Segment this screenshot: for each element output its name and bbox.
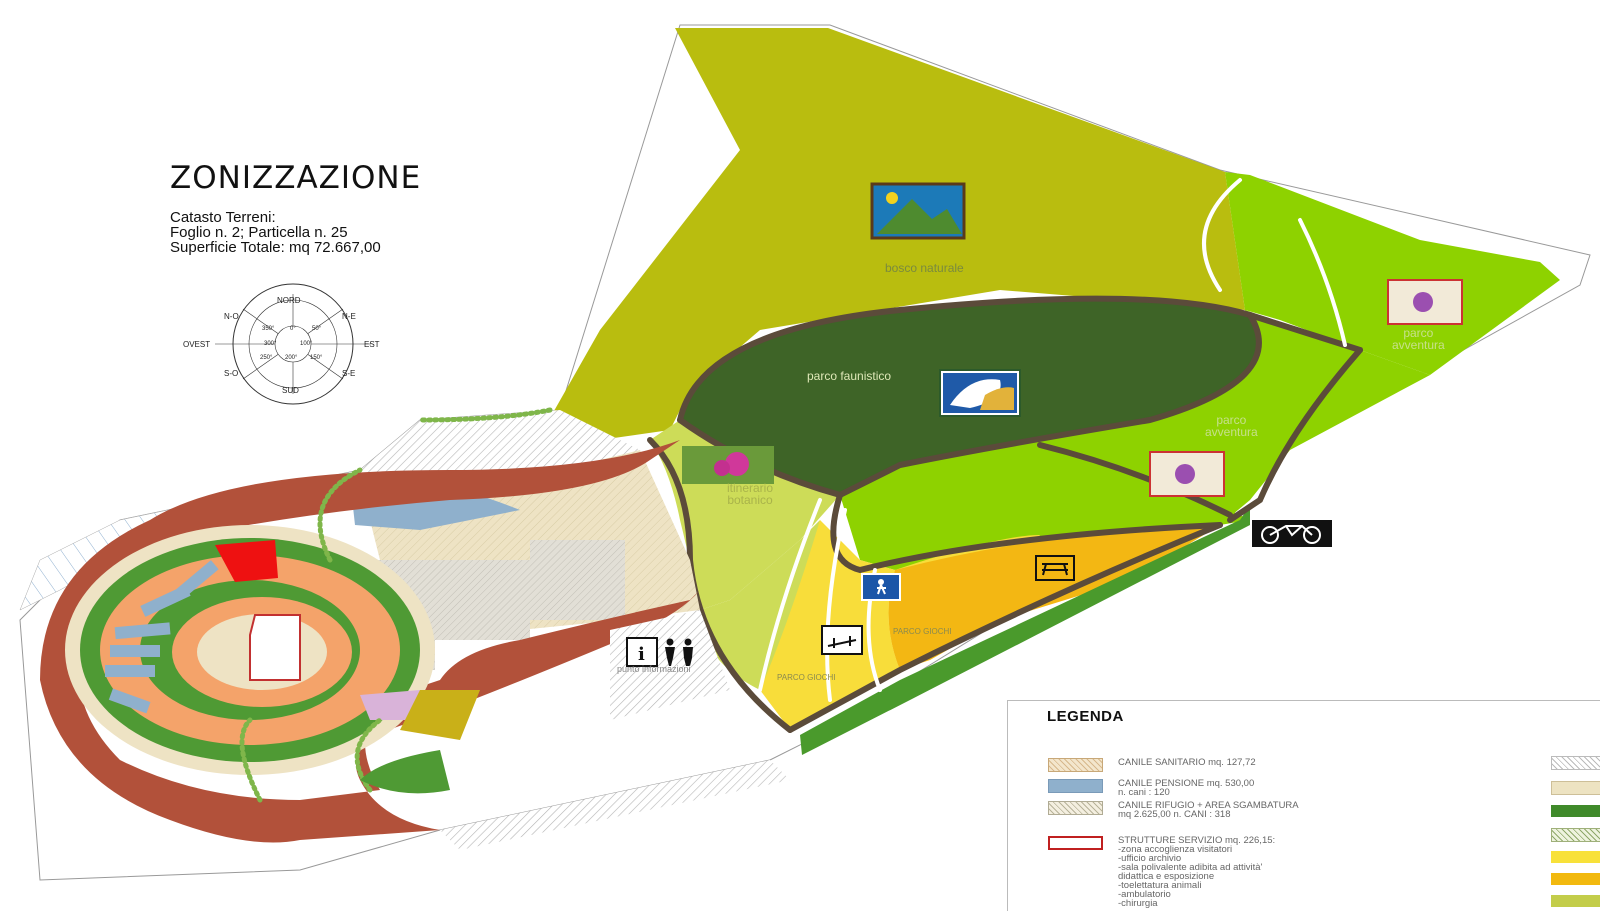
canile-sanitario [215, 540, 278, 582]
compass-south: SUD [282, 386, 299, 395]
legend-swatch [1048, 779, 1103, 793]
legend-right-swatch-3 [1551, 805, 1600, 817]
lilac-area [360, 690, 420, 720]
grey-block-3 [530, 540, 625, 620]
compass-se: S-E [342, 369, 356, 378]
compass-300: 300° [264, 341, 277, 347]
label-parco-avventura-north: parco avventura [1392, 326, 1445, 352]
label-parco-avventura-south: parco avventura [1205, 413, 1258, 439]
main-road [40, 440, 700, 843]
legend-right-swatch-4 [1551, 828, 1600, 842]
legend-swatch [1048, 758, 1103, 772]
legend-swatch [1048, 801, 1103, 815]
botanico-icon [682, 446, 774, 484]
legend-right-swatch-2 [1551, 781, 1600, 795]
compass-0: 0° [290, 326, 296, 332]
zone-parco-avventura-north [1225, 172, 1560, 375]
compass-150: 150° [310, 355, 323, 361]
grey-block-2 [430, 560, 530, 640]
paths-white [758, 178, 1347, 702]
avventura-icon-north [1387, 279, 1463, 325]
compass-no: N-O [224, 312, 239, 321]
restroom-icon [665, 638, 693, 666]
label-parco-giochi-1: PARCO GIOCHI [893, 627, 952, 636]
svg-text:i: i [638, 644, 645, 665]
info-icon: i [626, 637, 658, 667]
bicycle-icon [1252, 520, 1332, 547]
compass-north: NORD [277, 296, 301, 305]
legend-title: LEGENDA [1047, 708, 1124, 725]
label-itinerario-botanico: itinerario botanico [727, 481, 774, 507]
page-title: ZONIZZAZIONE [170, 160, 422, 196]
site-boundary [19, 24, 1591, 881]
legend-right-swatch-6 [1551, 873, 1600, 885]
compass-so: S-O [224, 369, 239, 378]
label-bosco-naturale: bosco naturale [885, 261, 964, 275]
label-parco-faunistico: parco faunistico [807, 369, 892, 383]
compass-50: 50° [312, 326, 322, 332]
parking-hatch-south [440, 760, 790, 850]
legend-swatch [1048, 836, 1103, 850]
compass-350: 350° [262, 326, 275, 332]
compass-100: 100° [300, 341, 313, 347]
avventura-icon-south [1149, 451, 1225, 497]
legend-right-swatch-7 [1551, 895, 1600, 907]
pedestrian-icon [861, 573, 901, 601]
fauna-icon [939, 369, 1021, 417]
cadastre-info: Catasto Terreni: Foglio n. 2; Particella… [170, 210, 381, 255]
canile-pensione-rows [105, 560, 219, 714]
playground-icon [821, 625, 863, 655]
olive-area [400, 690, 480, 740]
zone-canile-rifugio-hatch [360, 410, 640, 480]
compass-rose [215, 283, 371, 405]
legend-panel: LEGENDA CANILE SANITARIO mq. 127,72 CANI… [1007, 700, 1600, 911]
label-punto-informazioni: punto informazioni [617, 664, 691, 674]
service-building [249, 614, 301, 681]
picnic-icon [1035, 555, 1075, 581]
compass-200: 200° [285, 355, 298, 361]
cadastre-line-3: Superficie Totale: mq 72.667,00 [170, 239, 381, 256]
compass-west: OVEST [183, 340, 211, 349]
compass-250: 250° [260, 355, 273, 361]
cadastre-line-2: Foglio n. 2; Particella n. 25 [170, 224, 348, 241]
boundary-green-band [800, 505, 1250, 755]
legend-right-swatch-5 [1551, 851, 1600, 863]
compass-east: EST [364, 340, 380, 349]
cadastre-line-1: Catasto Terreni: [170, 209, 276, 226]
compass-ne: N-E [342, 312, 356, 321]
hedge-area-south [360, 750, 450, 794]
legend-right-swatch-1 [1551, 756, 1600, 770]
bosco-icon [870, 182, 966, 240]
paths [647, 295, 1363, 733]
label-parco-giochi-2: PARCO GIOCHI [777, 673, 836, 682]
